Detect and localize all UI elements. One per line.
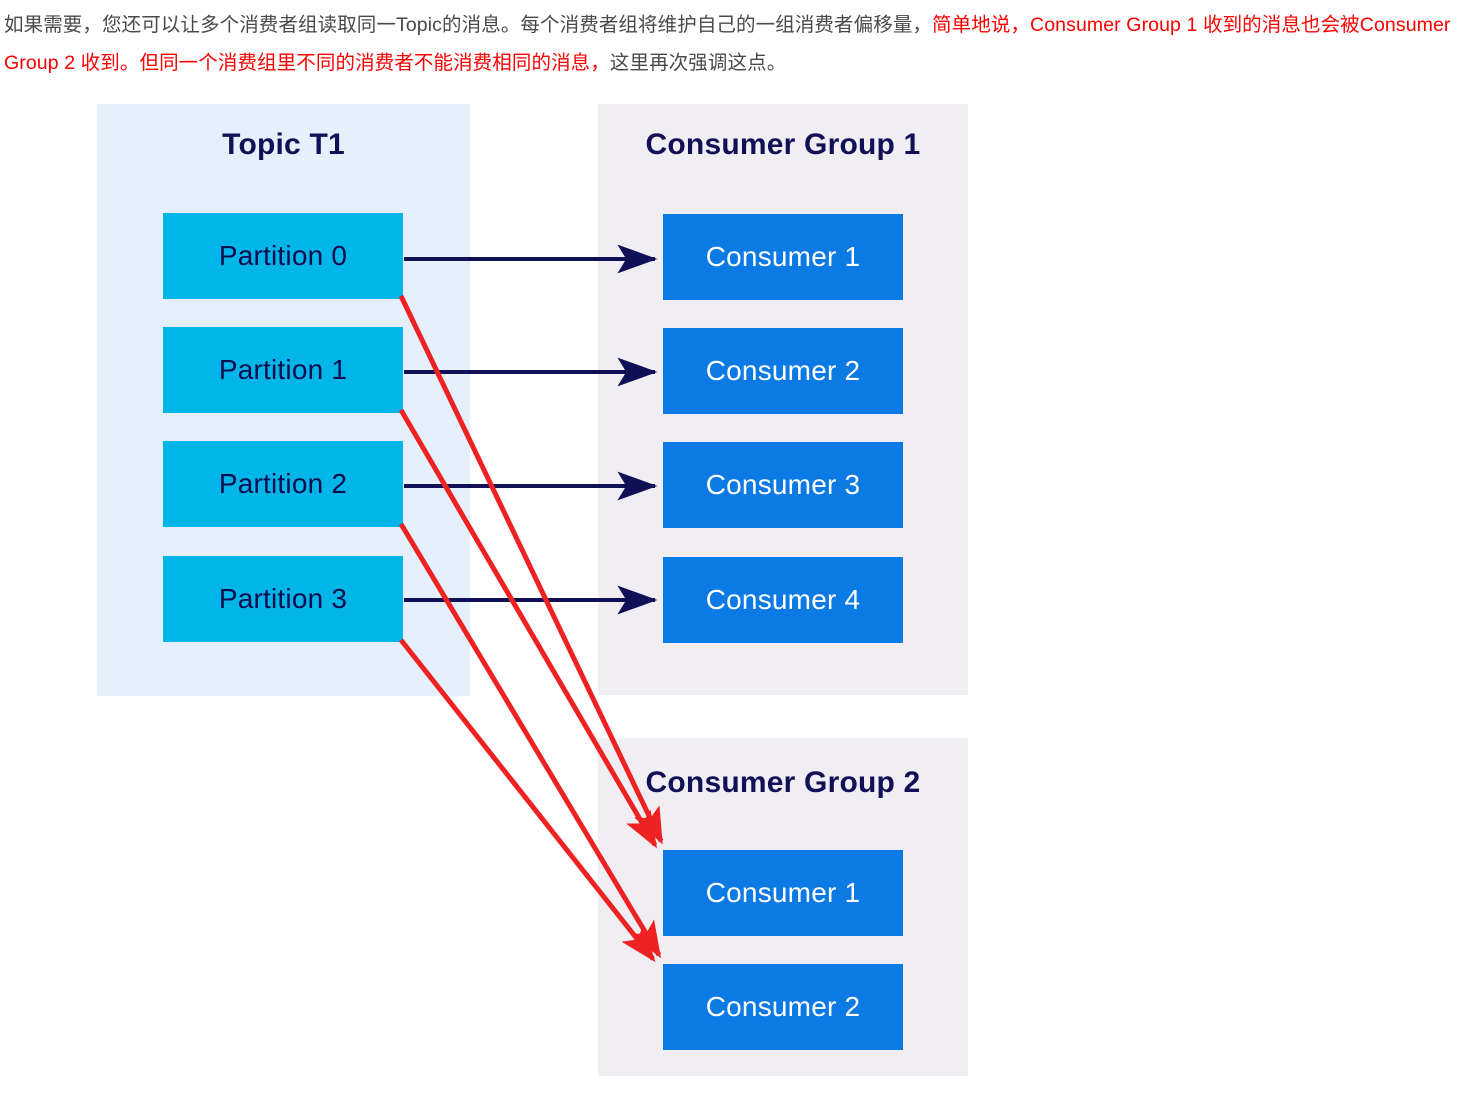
caption-highlight-text: 简单地说，Consumer Group 1 收到的消息也会被Consumer G…: [4, 14, 1451, 74]
node-label: Consumer 1: [705, 241, 861, 272]
node-cg1-consumer-2[interactable]: Consumer 2: [663, 328, 903, 414]
node-label: Partition 1: [218, 354, 348, 385]
node-cg1-consumer-4[interactable]: Consumer 4: [663, 557, 903, 643]
panel-title-topic-t1: Topic T1: [222, 128, 345, 161]
node-cg1-consumer-3[interactable]: Consumer 3: [663, 442, 903, 528]
panel-title-consumer-group-2: Consumer Group 2: [645, 766, 921, 799]
node-partition-2[interactable]: Partition 2: [163, 441, 403, 527]
node-cg1-consumer-1[interactable]: Consumer 1: [663, 214, 903, 300]
node-label: Partition 3: [218, 583, 348, 614]
node-partition-3[interactable]: Partition 3: [163, 556, 403, 642]
node-label: Consumer 3: [705, 469, 861, 500]
node-label: Partition 2: [218, 468, 348, 499]
node-partition-1[interactable]: Partition 1: [163, 327, 403, 413]
panel-title-consumer-group-1: Consumer Group 1: [645, 128, 921, 161]
node-cg2-consumer-1[interactable]: Consumer 1: [663, 850, 903, 936]
node-cg2-consumer-2[interactable]: Consumer 2: [663, 964, 903, 1050]
caption-paragraph: 如果需要，您还可以让多个消费者组读取同一Topic的消息。每个消费者组将维护自己…: [4, 6, 1470, 82]
node-label: Partition 0: [218, 240, 348, 271]
node-label: Consumer 1: [705, 877, 861, 908]
node-label: Consumer 4: [705, 584, 861, 615]
node-label: Consumer 2: [705, 991, 861, 1022]
node-partition-0[interactable]: Partition 0: [163, 213, 403, 299]
node-label: Consumer 2: [705, 355, 861, 386]
caption-text: 这里再次强调这点。: [609, 52, 787, 74]
caption-text: 如果需要，您还可以让多个消费者组读取同一Topic的消息。每个消费者组将维护自己…: [4, 14, 933, 36]
